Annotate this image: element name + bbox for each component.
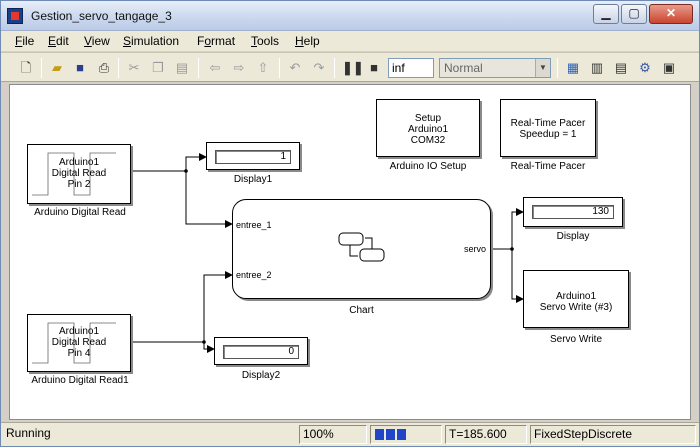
block-caption: Display1 [233,174,273,185]
progress-segment [386,429,395,440]
branch-point [510,247,514,251]
chart-input-port-label: entree_2 [236,270,272,280]
signal-line-chart-display [491,208,524,250]
chevron-down-icon[interactable]: ▼ [535,59,550,77]
toolbar-separator [557,58,558,78]
toolbar-separator [41,58,42,78]
signal-line-read2-display2 [131,341,215,353]
open-icon[interactable]: ▰ [52,60,62,75]
menu-tools[interactable]: Tools [251,34,280,48]
menu-view[interactable]: View [84,34,110,48]
progress-segment [375,429,384,440]
display2-block[interactable]: 0 [214,337,308,365]
block-caption: Arduino Digital Read [34,207,126,218]
digital-signal-icon [32,152,116,196]
block-label: Arduino1 Servo Write (#3) [539,291,613,313]
stateflow-chart-block[interactable]: entree_1 entree_2 servo [232,199,491,299]
signal-line-chart-servo-write [511,249,524,303]
signal-line-read1-display1 [131,153,207,172]
menu-bar: File Edit View Simulation Format Tools H… [1,31,699,51]
up-icon[interactable]: ⇧ [257,60,269,75]
block-label: Arduino1 Digital Read Pin 4 [51,326,107,359]
model-explorer-icon[interactable]: ▣ [662,60,676,75]
signal-line-read1-chart [185,171,233,228]
block-caption: Display2 [241,370,281,381]
arduino-digital-read-block[interactable]: Arduino1 Digital Read Pin 2 [27,144,131,204]
copy-icon[interactable]: ❐ [152,60,164,75]
zoom-level: 100% [299,425,367,444]
close-button[interactable]: ✕ [649,4,693,24]
progress-segment [397,429,406,440]
redo-icon[interactable]: ↷ [313,60,325,75]
back-icon[interactable]: ⇦ [209,60,221,75]
paste-icon[interactable]: ▤ [175,60,189,75]
stop-time-input[interactable]: inf [388,58,434,78]
chart-output-port-label: servo [463,244,486,254]
explorer-icon[interactable]: ▤ [614,60,628,75]
block-caption: Chart [349,305,374,316]
branch-point [202,340,206,344]
solver-name: FixedStepDiscrete [530,425,696,444]
status-text: Running [3,425,296,444]
block-caption: Real-Time Pacer [510,161,586,172]
library-icon[interactable]: ▥ [590,60,604,75]
pause-icon[interactable]: ❚❚ [342,60,364,75]
block-caption: Arduino IO Setup [389,161,467,172]
display-value: 130 [532,205,614,219]
status-bar: Running 100% T=185.600 FixedStepDiscrete [1,422,699,446]
toolbar-separator [279,58,280,78]
menu-simulation[interactable]: Simulation [123,34,180,48]
forward-icon[interactable]: ⇨ [233,60,245,75]
toolbar-separator [334,58,335,78]
display1-block[interactable]: 1 [206,142,300,170]
block-label: Setup Arduino1 COM32 [407,113,449,146]
minimize-button[interactable]: ▁ [593,4,619,24]
signal-line-read2-chart [203,271,233,342]
branch-point [184,169,188,173]
stop-icon[interactable]: ■ [370,60,378,75]
display1-value: 1 [215,150,291,164]
digital-signal-icon [32,322,116,364]
simulink-app-icon[interactable] [7,8,23,24]
debug-icon[interactable]: ⚙ [639,60,651,75]
block-caption: Arduino Digital Read1 [31,375,129,386]
block-label: Real-Time Pacer Speedup = 1 [510,118,586,140]
signal-lines [131,153,524,353]
block-caption: Display [556,231,590,242]
display2-value: 0 [223,345,299,359]
cut-icon[interactable]: ✂ [128,60,140,75]
save-icon[interactable]: ■ [76,60,84,75]
menu-format[interactable]: Format [197,34,236,48]
new-icon[interactable]: 🗋 [20,60,32,75]
window-title: Gestion_servo_tangage_3 [31,9,172,23]
block-caption: Servo Write [549,334,603,345]
simulation-mode-select[interactable]: Normal ▼ [439,58,551,78]
print-icon[interactable]: ⎙ [98,60,110,75]
block-label: Arduino1 Digital Read Pin 2 [51,157,107,190]
stateflow-icon [338,232,385,262]
arduino-digital-read1-block[interactable]: Arduino1 Digital Read Pin 4 [27,314,131,372]
menu-help[interactable]: Help [295,34,320,48]
menu-edit[interactable]: Edit [48,34,69,48]
simulation-time: T=185.600 [445,425,527,444]
real-time-pacer-block[interactable]: Real-Time Pacer Speedup = 1 [500,99,596,157]
servo-write-block[interactable]: Arduino1 Servo Write (#3) [523,270,629,328]
maximize-button[interactable]: ▢ [621,4,647,24]
title-bar[interactable]: Gestion_servo_tangage_3 ▁ ▢ ✕ [1,1,699,31]
undo-icon[interactable]: ↶ [289,60,301,75]
model-canvas[interactable]: Arduino1 Digital Read Pin 2 Arduino Digi… [9,84,691,420]
menu-file[interactable]: File [15,34,35,48]
progress-indicator [370,425,442,444]
simulation-mode-value: Normal [444,61,483,75]
toolbar: 🗋 ▰ ■ ⎙ ✂ ❐ ▤ ⇦ ⇨ ⇧ ↶ ↷ ❚❚ ■ inf Normal … [1,52,699,82]
toolbar-separator [118,58,119,78]
display-block[interactable]: 130 [523,197,623,227]
build-icon[interactable]: ▦ [566,60,580,75]
toolbar-separator [198,58,199,78]
arduino-io-setup-block[interactable]: Setup Arduino1 COM32 [376,99,480,157]
chart-input-port-label: entree_1 [236,220,272,230]
